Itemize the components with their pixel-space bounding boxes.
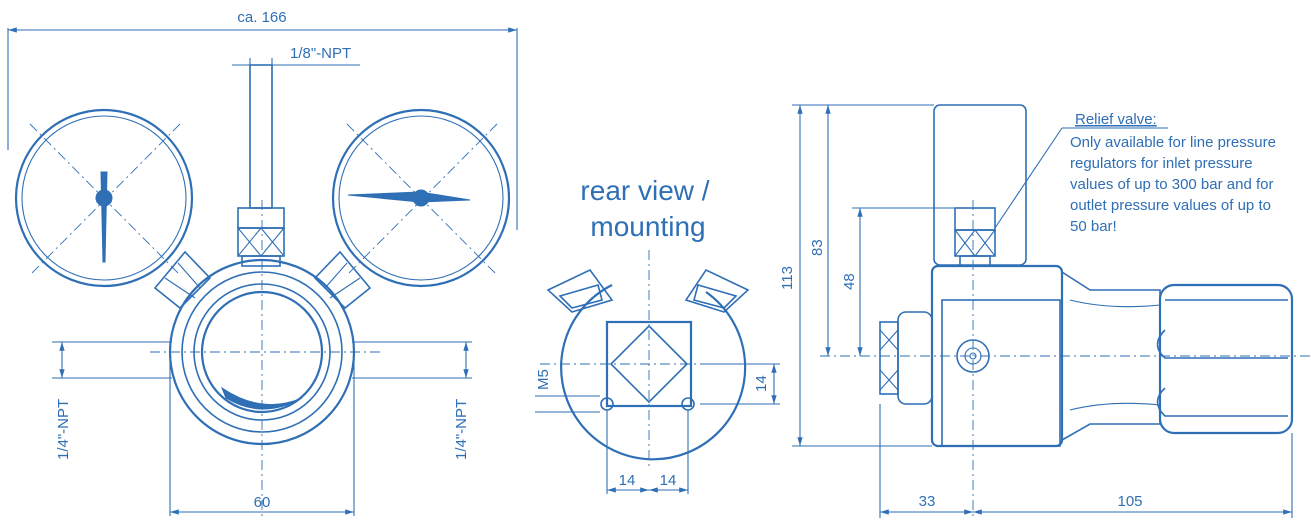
side-inlet-fitting <box>897 311 933 405</box>
rear-view: rear view / mounting M5 14 14 14 <box>535 175 780 494</box>
rear-left-spacing-label: 14 <box>619 472 636 489</box>
relief-leader-line <box>994 127 1063 229</box>
body-marker <box>220 386 303 410</box>
relief-note-heading: Relief valve: <box>1075 111 1157 128</box>
side-105-label: 105 <box>1117 493 1142 510</box>
side-view: 113 83 48 33 105 <box>779 104 1310 520</box>
side-83-label: 83 <box>809 239 826 256</box>
right-gauge <box>331 108 511 288</box>
relief-note-line: outlet pressure values of up to <box>1070 197 1271 214</box>
rear-view-title: rear view / <box>580 175 709 206</box>
rear-body-outline <box>560 284 747 461</box>
left-gauge-hub <box>95 189 113 207</box>
left-port-label: 1/4"-NPT <box>55 399 72 460</box>
rear-right-spacing-label: 14 <box>660 472 677 489</box>
left-gauge-connector <box>153 250 212 310</box>
top-nut <box>237 227 285 257</box>
rear-square-diamond <box>609 324 689 404</box>
left-gauge-inner <box>21 115 187 281</box>
body-width-label: 60 <box>254 494 271 511</box>
side-gauge-housing <box>933 104 1027 266</box>
rear-thread-label: M5 <box>535 369 552 390</box>
relief-note-line: regulators for inlet pressure <box>1070 155 1253 172</box>
right-port-label: 1/4"-NPT <box>453 399 470 460</box>
top-stem <box>249 64 273 209</box>
regulator-knob <box>200 290 324 414</box>
front-view: ca. 166 1/8"-NPT <box>7 9 518 520</box>
relief-note-line: Only available for line pressure <box>1070 134 1276 151</box>
left-gauge <box>14 108 194 288</box>
right-gauge-inner <box>338 115 504 281</box>
relief-valve-nut <box>954 229 996 257</box>
relief-note-line: 50 bar! <box>1070 218 1117 235</box>
rear-left-connector <box>546 268 614 313</box>
left-gauge-needle <box>100 171 108 263</box>
top-port-label: 1/8"-NPT <box>290 45 351 62</box>
side-33-label: 33 <box>919 493 936 510</box>
mounting-hole-right <box>681 397 695 411</box>
top-nut-upper <box>237 207 285 229</box>
relief-note-line: values of up to 300 bar and for <box>1070 176 1273 193</box>
rear-view-subtitle: mounting <box>590 211 705 242</box>
side-adjust-knob <box>1158 283 1294 435</box>
rear-right-connector <box>684 268 750 313</box>
right-gauge-needle <box>347 191 471 203</box>
relief-valve-top <box>954 207 996 231</box>
right-gauge-hub <box>412 189 430 207</box>
overall-width-label: ca. 166 <box>237 9 286 26</box>
relief-note: Relief valve: Only available for line pr… <box>1070 111 1276 235</box>
side-48-label: 48 <box>841 273 858 290</box>
rear-vertical-label: 14 <box>753 375 770 392</box>
side-total-height-label: 113 <box>779 266 796 290</box>
